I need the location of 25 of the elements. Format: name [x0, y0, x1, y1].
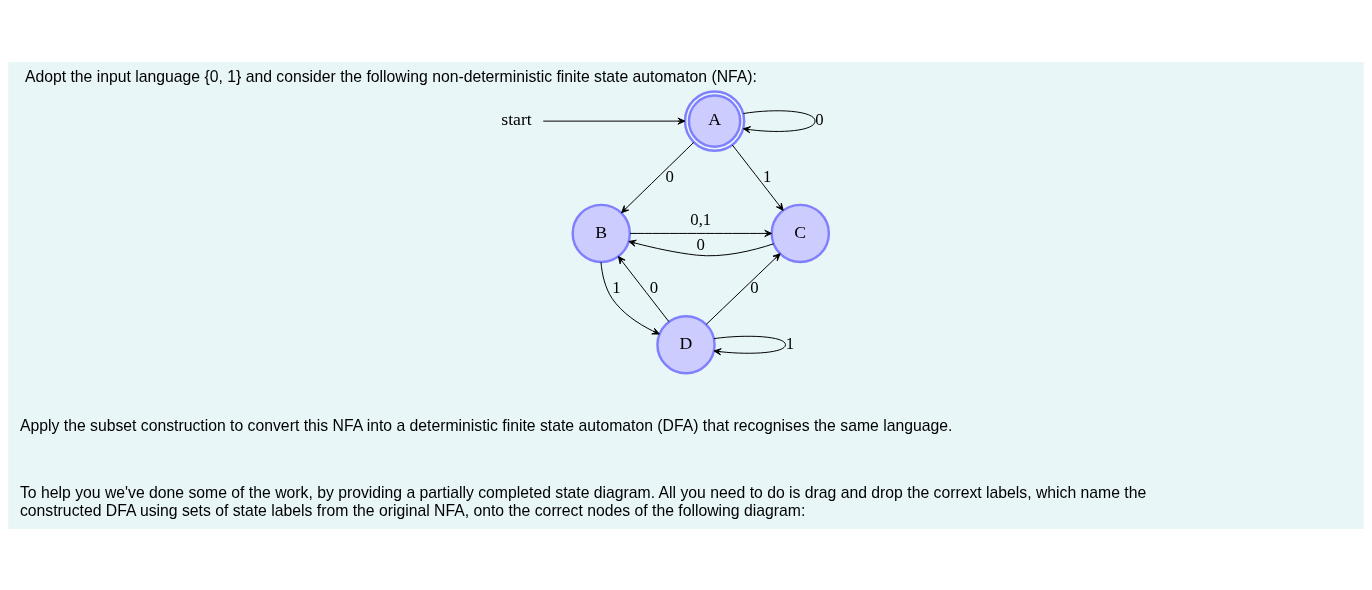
arrow	[621, 141, 695, 213]
edge-label: 0	[696, 234, 705, 254]
arrow	[542, 117, 686, 125]
edge-label: 1	[763, 166, 772, 186]
edge-label: 0	[649, 277, 659, 297]
arrow	[617, 255, 670, 322]
arrow	[742, 109, 816, 133]
diagram-title: Adopt the input language {0, 1} and consider the following non-deterministic finite state automaton (NFA):	[24, 67, 757, 85]
node-circle: A	[683, 89, 746, 152]
arrow	[628, 239, 775, 256]
edge-label: 0	[665, 166, 674, 186]
arrow	[705, 252, 781, 325]
node-circle: D	[656, 314, 716, 375]
edge-label: 0,1	[690, 209, 712, 229]
edge-label: 1	[612, 277, 621, 297]
edge-label: 1	[785, 333, 795, 353]
label: To help you we've done some of the work, by providing a partially completed state diagram. All you need to do is drag and drop the corrext labels, which name the constructed DFA using sets of state labels from the original NFA, onto the correct nodes of the following diagram:	[19, 483, 1147, 519]
arrow	[600, 261, 660, 335]
arrow	[713, 335, 786, 355]
node-text: start	[501, 108, 532, 129]
arrow	[731, 143, 784, 211]
arrow	[629, 229, 773, 237]
label: Apply the subset construction to convert this NFA into a deterministic finite state automaton (DFA) that recognises the same language.	[19, 416, 953, 434]
edge-label: 0	[750, 277, 759, 297]
edge-label: 0	[815, 109, 824, 129]
